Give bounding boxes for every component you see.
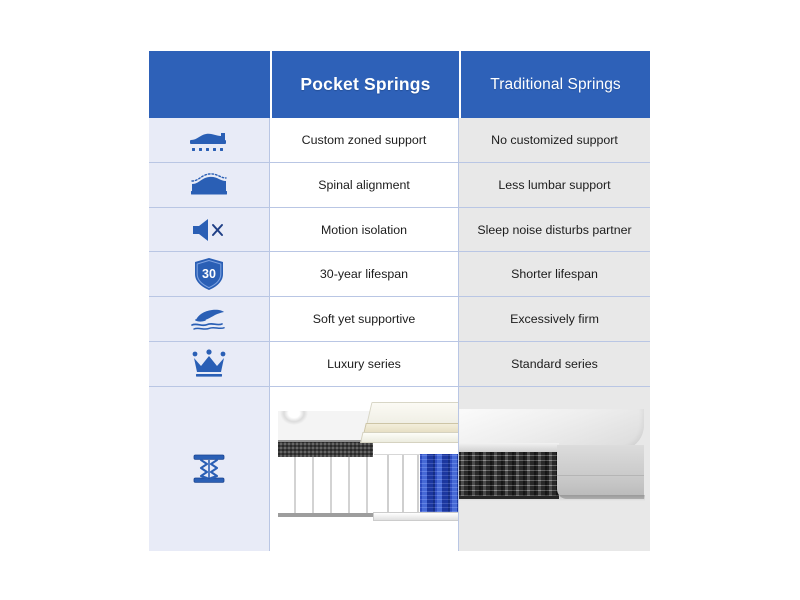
cell-pocket-3: Motion isolation (270, 208, 459, 252)
foam-layer-bottom (360, 432, 458, 443)
blue-pocket-coils (420, 454, 458, 512)
cell-pocket-2: Spinal alignment (270, 163, 459, 208)
cell-pocket-6: Luxury series (270, 342, 459, 387)
cell-pocket-1: Custom zoned support (270, 118, 459, 163)
row-icon-cell (149, 342, 270, 387)
exposed-coil-bank (278, 457, 373, 517)
muted-speaker-icon (186, 213, 232, 247)
person-in-bed-icon (186, 123, 232, 157)
pocket-spring-mattress-cutaway (270, 387, 458, 551)
white-pocket-coils (374, 454, 420, 513)
spring-comparison-table: Pocket Springs Traditional Springs (149, 51, 650, 551)
cell-traditional-1: No customized support (459, 118, 650, 163)
row-icon-cell (149, 163, 270, 208)
cell-pocket-5: Soft yet supportive (270, 297, 459, 342)
row-icon-cell (149, 118, 270, 163)
interconnected-coil-unit (459, 452, 559, 499)
header-cell-icon-column (149, 51, 270, 118)
cell-traditional-3: Sleep noise disturbs partner (459, 208, 650, 252)
hand-on-waves-icon (186, 302, 232, 336)
cell-traditional-2: Less lumbar support (459, 163, 650, 208)
header-cell-pocket-springs: Pocket Springs (270, 51, 459, 118)
traditional-spring-mattress-cutaway (459, 387, 650, 551)
row-icon-cell (149, 208, 270, 252)
row-icon-cell (149, 387, 270, 551)
shield-badge-number: 30 (202, 267, 216, 281)
crown-icon (186, 347, 232, 381)
cell-traditional-4: Shorter lifespan (459, 252, 650, 297)
cell-traditional-5: Excessively firm (459, 297, 650, 342)
row-icon-cell (149, 297, 270, 342)
header-cell-traditional-springs: Traditional Springs (459, 51, 650, 118)
mattress-side-panel (557, 445, 644, 499)
cell-traditional-product-image (459, 387, 650, 551)
mattress-base-panel (373, 512, 458, 521)
header-pocket-springs-label: Pocket Springs (300, 74, 431, 94)
row-icon-cell: 30 (149, 252, 270, 297)
quilted-pillow-top-layer (278, 411, 373, 441)
mattress-drop-shadow (459, 495, 645, 501)
cell-traditional-6: Standard series (459, 342, 650, 387)
header-traditional-springs-label: Traditional Springs (490, 75, 621, 93)
shield-30-icon: 30 (186, 257, 232, 291)
coil-spring-icon (186, 452, 232, 486)
cell-pocket-product-image (270, 387, 459, 551)
spinal-alignment-icon (186, 168, 232, 202)
cell-pocket-4: 30-year lifespan (270, 252, 459, 297)
